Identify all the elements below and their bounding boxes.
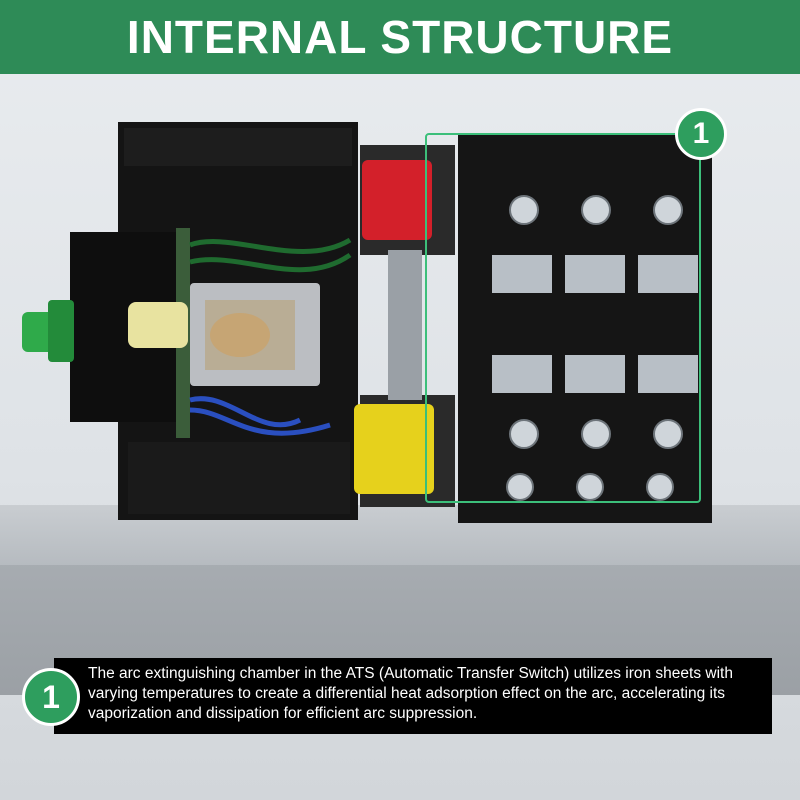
description-badge-1: 1	[22, 668, 80, 726]
callout-badge-number: 1	[692, 117, 710, 150]
callout-description-text: The arc extinguishing chamber in the ATS…	[88, 665, 733, 722]
page-title: INTERNAL STRUCTURE	[126, 11, 674, 63]
description-badge-number: 1	[42, 678, 60, 715]
title-banner: INTERNAL STRUCTURE	[0, 0, 800, 74]
callout-badge-1: 1	[675, 108, 727, 160]
callout-description-box: The arc extinguishing chamber in the ATS…	[54, 658, 772, 734]
arc-chamber-highlight-frame	[425, 133, 701, 503]
